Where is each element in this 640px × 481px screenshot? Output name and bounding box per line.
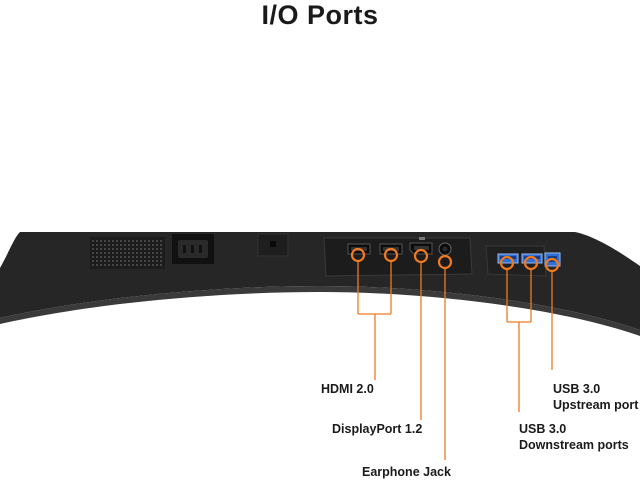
label-usb-downstream: USB 3.0 Downstream ports — [519, 421, 629, 453]
label-usb-upstream-line2: Upstream port — [553, 398, 639, 412]
callout-lines — [357, 262, 553, 460]
speaker-grille — [90, 237, 165, 269]
label-usb-downstream-line2: Downstream ports — [519, 438, 629, 452]
lock-slot — [257, 233, 289, 257]
power-inlet — [172, 234, 214, 264]
callout-circles — [350, 247, 560, 273]
displayport-port — [409, 237, 433, 255]
label-usb-downstream-line1: USB 3.0 — [519, 422, 567, 436]
label-displayport: DisplayPort 1.2 — [332, 422, 423, 436]
earphone-jack — [438, 242, 452, 256]
label-usb-upstream-line1: USB 3.0 — [553, 382, 601, 396]
monitor-bottom-edge — [0, 286, 640, 336]
label-earphone-jack: Earphone Jack — [362, 465, 451, 479]
label-usb-upstream: USB 3.0 Upstream port — [553, 381, 638, 413]
label-hdmi: HDMI 2.0 — [321, 382, 374, 396]
page-title: I/O Ports — [261, 0, 379, 30]
